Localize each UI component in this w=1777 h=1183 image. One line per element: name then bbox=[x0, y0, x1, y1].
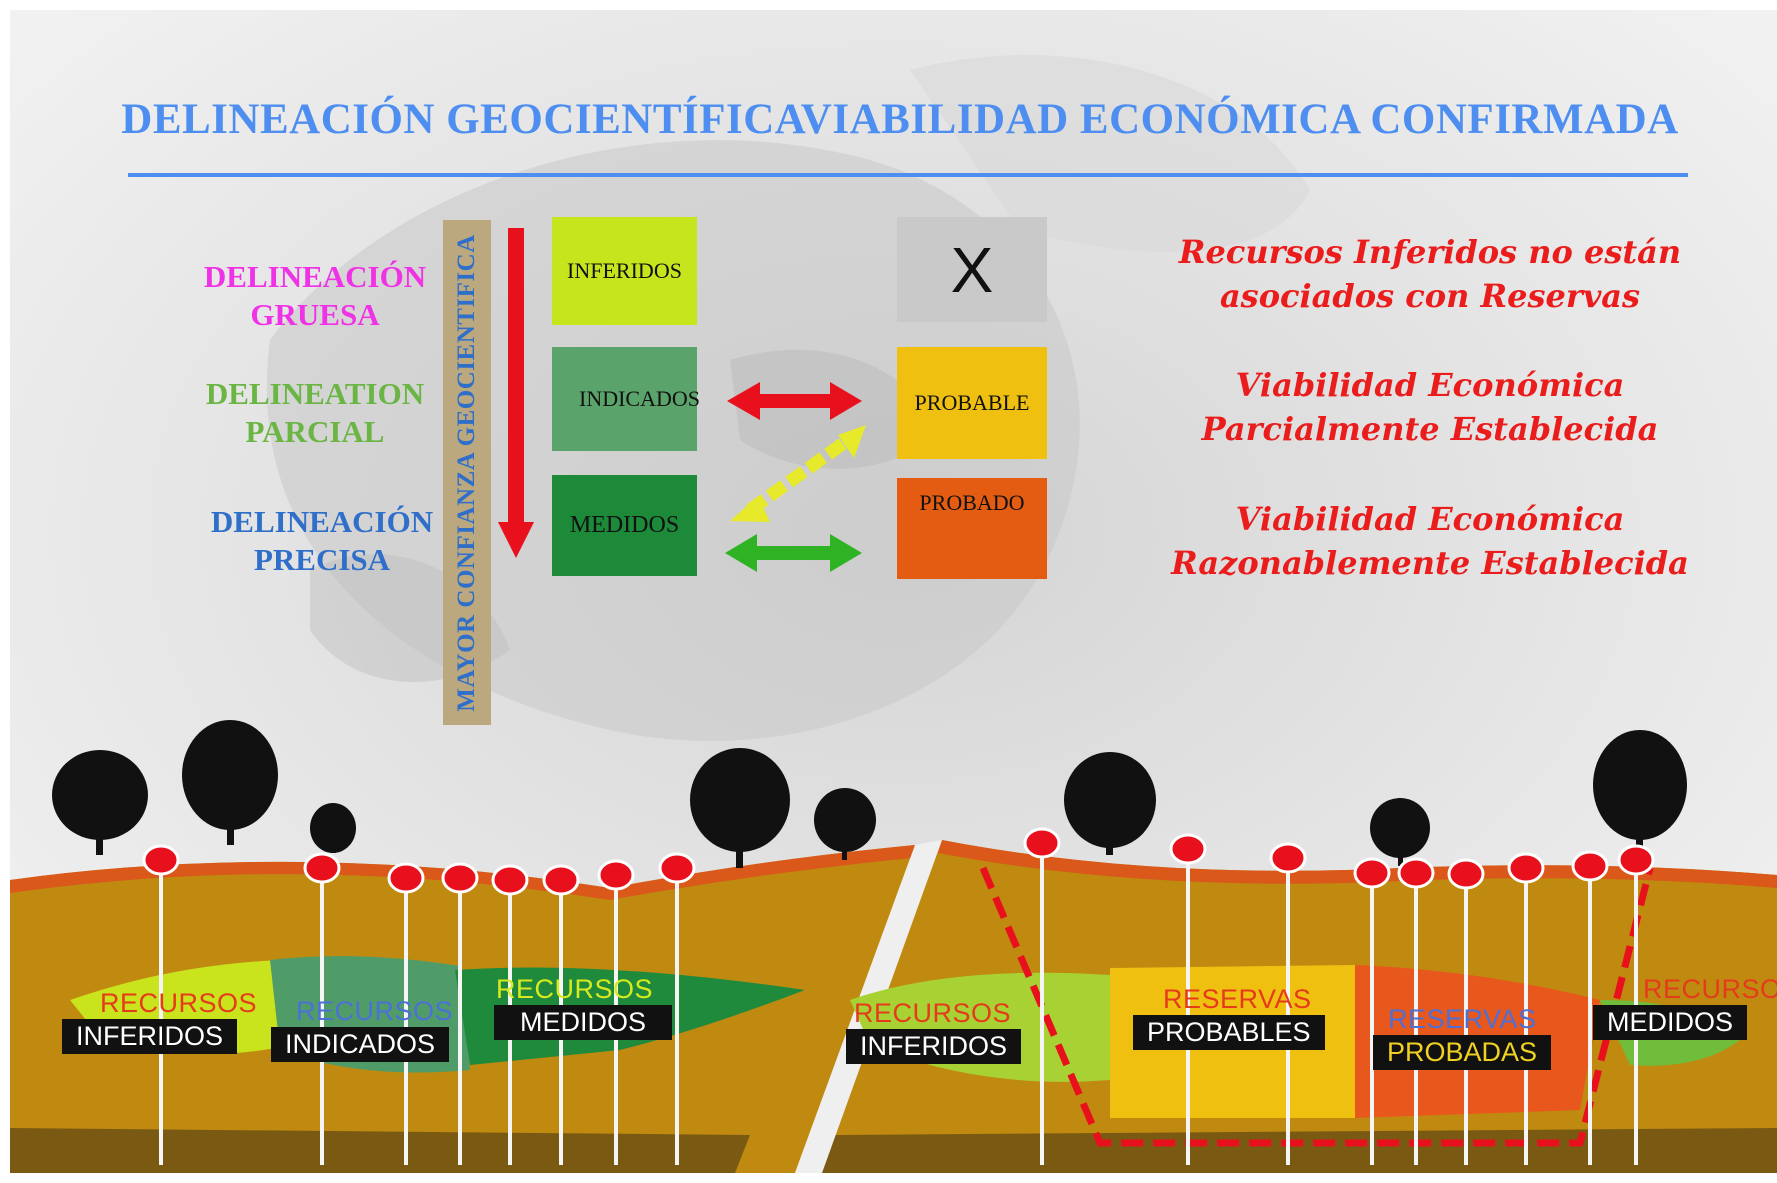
level-coarse-line2: GRUESA bbox=[250, 297, 380, 332]
tree-icon bbox=[1593, 730, 1687, 850]
drill-marker bbox=[597, 859, 635, 891]
section-left-inferred-bottom: INFERIDOS bbox=[62, 1019, 238, 1054]
section-right-probable-top: RESERVAS bbox=[1163, 984, 1312, 1014]
level-partial-label: DELINEATION PARCIAL bbox=[185, 375, 445, 451]
note-inferred-line1: Recursos Inferidos no están bbox=[1178, 233, 1682, 271]
section-label-right-measured: RECURSOS MEDIDOS bbox=[1593, 974, 1777, 1040]
tree-icon bbox=[1370, 798, 1430, 866]
section-right-measured-top: RECURSOS bbox=[1643, 974, 1777, 1004]
note-inferred: Recursos Inferidos no están asociados co… bbox=[1160, 230, 1700, 318]
level-coarse-label: DELINEACIÓN GRUESA bbox=[185, 258, 445, 334]
tree-icon bbox=[690, 748, 790, 868]
note-reasonable-line2: Razonablemente Establecida bbox=[1171, 544, 1689, 582]
resource-box-measured: MEDIDOS bbox=[552, 475, 697, 576]
resource-measured-label: MEDIDOS bbox=[569, 512, 680, 538]
note-partial-line1: Viabilidad Económica bbox=[1235, 366, 1625, 404]
tree-icon bbox=[182, 720, 278, 845]
reserve-box-probable: PROBABLE bbox=[897, 347, 1047, 459]
section-right-inferred-bottom: INFERIDOS bbox=[846, 1029, 1022, 1064]
section-label-left-measured: RECURSOS MEDIDOS bbox=[494, 974, 673, 1040]
tree-icon bbox=[1064, 752, 1156, 855]
level-coarse-line1: DELINEACIÓN bbox=[203, 259, 427, 294]
level-precise-label: DELINEACIÓN PRECISA bbox=[192, 503, 452, 579]
section-left-measured-top: RECURSOS bbox=[496, 974, 654, 1004]
drill-marker bbox=[1023, 827, 1061, 859]
reserve-proven-label: PROBADO bbox=[919, 490, 1025, 515]
drill-marker bbox=[142, 844, 180, 876]
resource-inferred-label: INFERIDOS bbox=[567, 258, 682, 283]
measured-probable-diagonal-arrow bbox=[730, 425, 866, 522]
section-label-left-indicated: RECURSOS INDICADOS bbox=[271, 996, 453, 1062]
level-precise-line1: DELINEACIÓN bbox=[210, 504, 434, 539]
section-left-indicated-top: RECURSOS bbox=[296, 996, 454, 1026]
resource-box-inferred: INFERIDOS bbox=[552, 217, 697, 325]
section-label-left-inferred: RECURSOS INFERIDOS bbox=[62, 988, 257, 1054]
level-partial-line1: DELINEATION bbox=[205, 376, 425, 411]
section-right-measured-bottom: MEDIDOS bbox=[1593, 1005, 1748, 1040]
tree-icon bbox=[310, 803, 356, 853]
trees bbox=[52, 720, 1687, 868]
tree-icon bbox=[814, 788, 876, 860]
drill-holes bbox=[142, 827, 1655, 1165]
drill-marker bbox=[658, 852, 696, 884]
resource-box-indicated: INDICADOS bbox=[552, 347, 700, 451]
section-left-measured-bottom: MEDIDOS bbox=[494, 1005, 673, 1040]
note-reasonable-line1: Viabilidad Económica bbox=[1235, 500, 1625, 538]
main-title: DELINEACIÓN GEOCIENTÍFICAVIABILIDAD ECON… bbox=[121, 96, 1679, 143]
section-label-right-proven: RESERVAS PROBADAS bbox=[1373, 1004, 1552, 1070]
section-right-probable-bottom: PROBABLES bbox=[1133, 1015, 1325, 1050]
section-label-right-probable: RESERVAS PROBABLES bbox=[1133, 984, 1325, 1050]
section-left-indicated-bottom: INDICADOS bbox=[271, 1027, 450, 1062]
note-reasonable: Viabilidad Económica Razonablemente Esta… bbox=[1160, 497, 1700, 585]
note-partial: Viabilidad Económica Parcialmente Establ… bbox=[1160, 363, 1700, 451]
drill-marker bbox=[1169, 833, 1207, 865]
level-precise-line2: PRECISA bbox=[253, 542, 391, 577]
confidence-down-arrow bbox=[498, 228, 534, 558]
reserve-none-label: X bbox=[950, 233, 994, 306]
confidence-bar bbox=[443, 220, 491, 725]
drill-marker bbox=[1397, 857, 1435, 889]
drill-marker bbox=[1447, 858, 1485, 890]
drill-marker bbox=[303, 852, 341, 884]
drill-marker bbox=[491, 864, 529, 896]
resource-indicated-label: INDICADOS bbox=[579, 386, 700, 411]
drill-marker bbox=[1617, 844, 1655, 876]
note-partial-line2: Parcialmente Establecida bbox=[1201, 410, 1659, 448]
drill-marker bbox=[387, 862, 425, 894]
drill-marker bbox=[1571, 850, 1609, 882]
drill-marker bbox=[441, 862, 479, 894]
note-inferred-line2: asociados con Reservas bbox=[1219, 277, 1641, 315]
drill-marker bbox=[1507, 852, 1545, 884]
tree-icon bbox=[52, 750, 148, 855]
drill-marker bbox=[1353, 857, 1391, 889]
indicated-probable-arrow bbox=[727, 382, 862, 420]
section-label-right-inferred: RECURSOS INFERIDOS bbox=[846, 998, 1022, 1064]
drill-marker bbox=[542, 864, 580, 896]
drill-marker bbox=[1269, 842, 1307, 874]
reserve-probable-label: PROBABLE bbox=[914, 390, 1030, 415]
section-right-proven-top: RESERVAS bbox=[1388, 1004, 1537, 1034]
section-left-inferred-top: RECURSOS bbox=[100, 988, 258, 1018]
section-right-inferred-top: RECURSOS bbox=[854, 998, 1012, 1028]
measured-proven-arrow bbox=[725, 534, 862, 572]
level-partial-line2: PARCIAL bbox=[245, 414, 385, 449]
reserve-box-proven: PROBADO bbox=[897, 478, 1047, 579]
title-divider bbox=[128, 173, 1688, 177]
reserve-box-none: X bbox=[897, 217, 1047, 322]
section-right-proven-bottom: PROBADAS bbox=[1373, 1035, 1552, 1070]
